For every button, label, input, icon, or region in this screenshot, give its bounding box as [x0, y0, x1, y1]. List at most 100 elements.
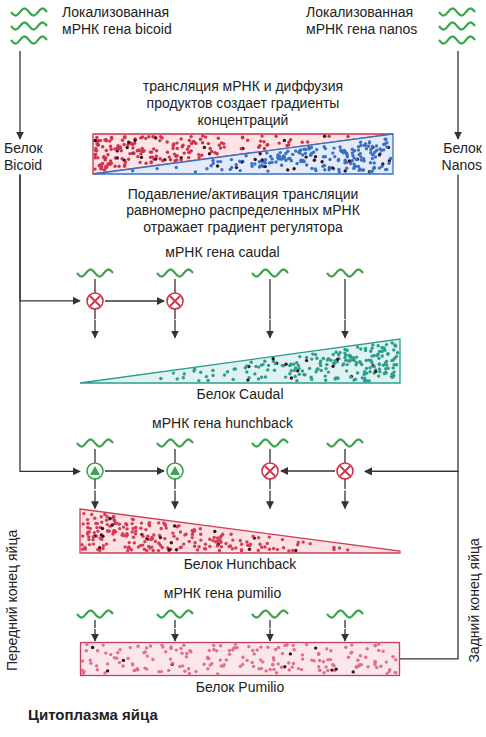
gradient-dot [363, 144, 366, 147]
gradient-dot [288, 372, 291, 375]
gradient-dot [118, 527, 121, 530]
gradient-dot [166, 141, 169, 144]
gradient-dot [380, 165, 383, 168]
gradient-dot [180, 138, 183, 141]
gradient-dot [171, 147, 174, 150]
gradient-dot [93, 153, 96, 156]
gradient-dot [371, 153, 374, 156]
gradient-dot [356, 659, 359, 662]
gradient-dot [105, 543, 108, 546]
gradient-dot [175, 166, 178, 169]
gradient-dot [155, 149, 158, 152]
gradient-dot [391, 655, 394, 658]
gradient-dot [121, 139, 124, 142]
protein-label: Белок Bicoid [4, 140, 74, 174]
gradient-dot [318, 668, 321, 671]
gradient-dot [229, 545, 232, 548]
gradient-dot [325, 647, 328, 650]
gradient-dot [382, 346, 385, 349]
gradient-dot [125, 528, 128, 531]
gradient-dot [317, 652, 320, 655]
gradient-dot [293, 648, 296, 651]
gradient-dot [310, 167, 313, 170]
connector [365, 471, 458, 659]
mrna-heading: мРНК гена pumilio [80, 585, 365, 602]
gradient-dot [317, 665, 320, 668]
gradient-dot [350, 643, 353, 646]
stub-line [344, 620, 345, 628]
gradient-dot [355, 158, 358, 161]
gradient-dot [126, 657, 129, 660]
gradient-dot [374, 370, 377, 373]
gradient-bar [93, 134, 393, 174]
gradient-dot [126, 146, 129, 149]
gradient-dot [316, 367, 319, 370]
gradient-dot [182, 376, 185, 379]
gradient-dot [266, 368, 269, 371]
gradient-dot [112, 518, 115, 521]
gradient-dot [287, 141, 290, 144]
gradient-dot [292, 167, 295, 170]
gradient-dot [371, 157, 374, 160]
nanos-gradient [93, 134, 393, 174]
gradient-dot [281, 538, 284, 541]
gradient-dot [357, 149, 360, 152]
gradient-dot [303, 160, 306, 163]
gradient-dot [144, 528, 147, 531]
gradient-dot [290, 159, 293, 162]
gradient-dot [123, 135, 126, 138]
gradient-dot [179, 647, 182, 650]
side-label: Задний конец яйца [466, 538, 483, 662]
gradient-dot [364, 655, 367, 658]
stub-line [94, 279, 95, 293]
gradient-dot [257, 536, 260, 539]
connector-line [344, 629, 345, 641]
gradient-dot [81, 535, 84, 538]
gradient-dot [240, 548, 243, 551]
gradient-dot [261, 159, 264, 162]
gradient-dot [96, 142, 99, 145]
mrna-row [80, 604, 365, 628]
connector-line [94, 490, 95, 508]
gradient-dot [101, 145, 104, 148]
caption-text: Цитоплазма яйца [28, 706, 158, 724]
mrna-wave [327, 610, 363, 617]
gradient-dot [272, 668, 275, 671]
gradient-dot [116, 146, 119, 149]
gradient-dot [101, 162, 104, 165]
gradient-dot [188, 649, 191, 652]
gradient-dot [213, 536, 216, 539]
gradient-dot [124, 546, 127, 549]
gradient-dot [329, 658, 332, 661]
node-box: Белок Pumilio [80, 642, 400, 696]
gradient-dot [324, 378, 327, 381]
gradient-dot [369, 148, 372, 151]
gradient-dot [223, 146, 226, 149]
stub-line [174, 279, 175, 293]
connector-line [20, 175, 80, 301]
gradient-dot [278, 142, 281, 145]
gradient-dot [188, 139, 191, 142]
gradient-dot [93, 531, 96, 534]
mrna-wave [11, 37, 47, 44]
gradient-dot [171, 532, 174, 535]
gradient-dot [254, 158, 257, 161]
gradient-dot [169, 158, 172, 161]
gradient-dot [151, 156, 154, 159]
gradient-dot [246, 378, 249, 381]
gradient-dot [208, 538, 211, 541]
gradient-dot [253, 163, 256, 166]
gradient-dot [140, 522, 143, 525]
gradient-dot [139, 153, 142, 156]
gradient-dot [263, 546, 266, 549]
gradient-dot [123, 136, 126, 139]
gradient-dot [260, 164, 263, 167]
gradient-dot [384, 138, 387, 141]
gradient-dot [259, 645, 262, 648]
gradient-dot [209, 147, 212, 150]
gradient-dot [268, 536, 271, 539]
gradient-dot [368, 141, 371, 144]
gradient-dot [234, 642, 237, 645]
gradient-dot [289, 362, 292, 365]
gradient-dot [199, 370, 202, 373]
